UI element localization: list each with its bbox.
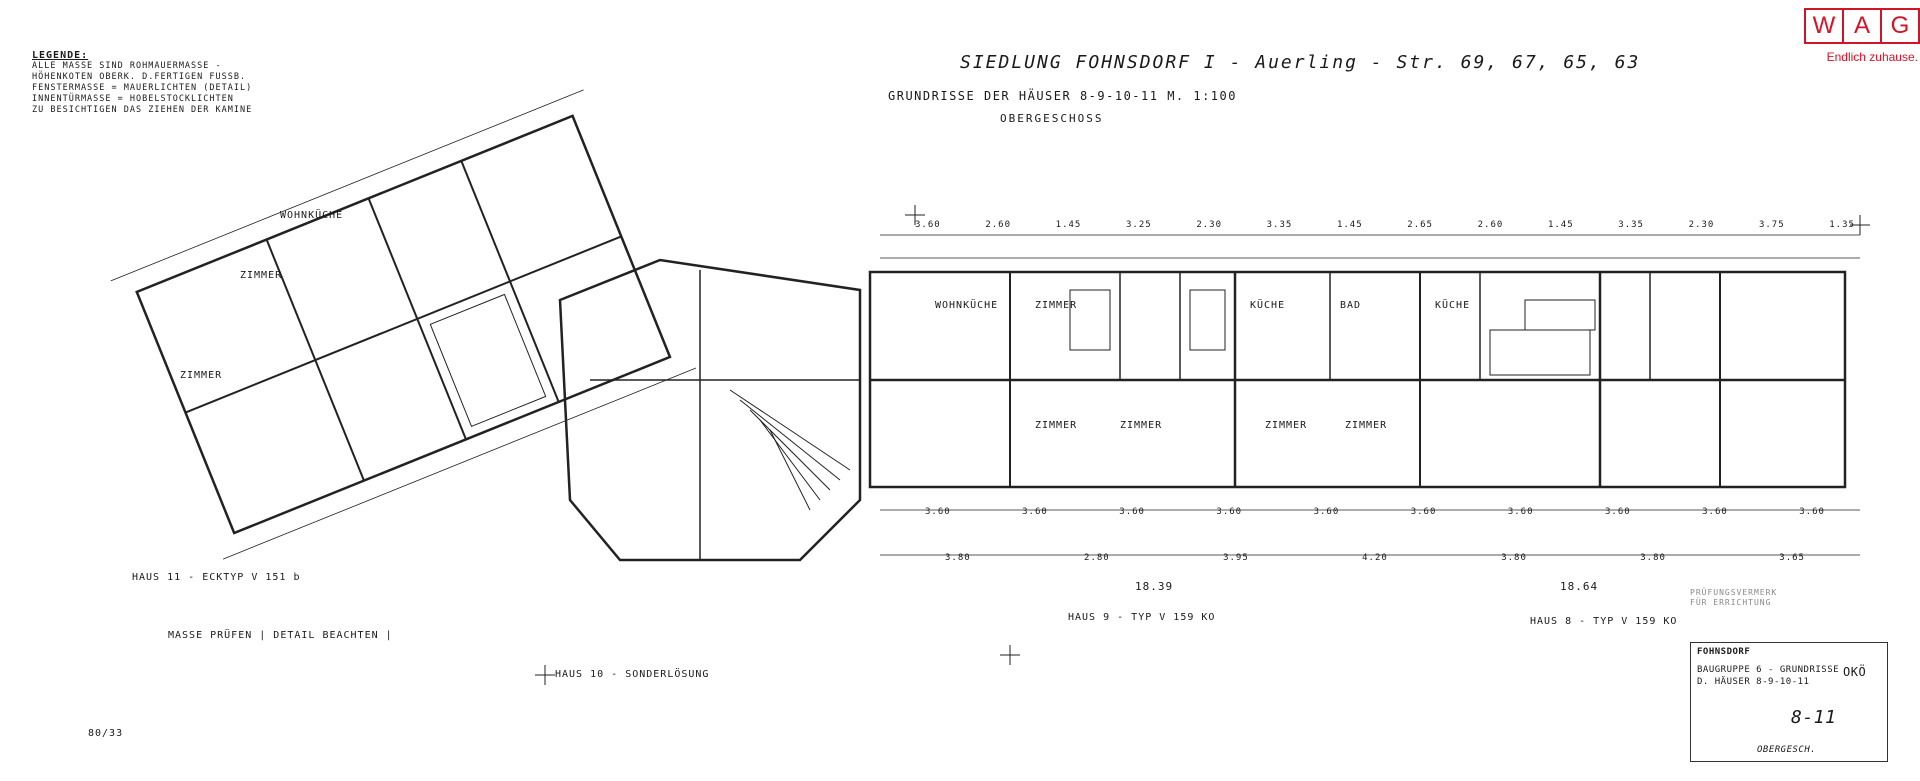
- legend-line: ALLE MASSE SIND ROHMAUERMASSE -: [32, 61, 222, 71]
- dim: 3.60: [1216, 507, 1243, 517]
- dim: 2.80: [1084, 553, 1110, 563]
- dim: 3.35: [1618, 220, 1644, 230]
- legend: LEGENDE: ALLE MASSE SIND ROHMAUERMASSE -…: [32, 50, 252, 116]
- dim: 3.35: [1266, 220, 1293, 230]
- dimension-row-bottom: 3.60 3.60 3.60 3.60 3.60 3.60 3.60 3.60 …: [925, 507, 1825, 517]
- dim: 2.60: [1477, 220, 1504, 230]
- title-block-floor: OBERGESCH.: [1757, 745, 1817, 755]
- dim: 3.60: [1119, 507, 1145, 517]
- dim: 3.65: [1779, 553, 1805, 563]
- dimension-row-lower: 3.80 2.80 3.95 4.20 3.80 3.80 3.65: [945, 553, 1805, 563]
- drawing-subtitle: GRUNDRISSE DER HÄUSER 8-9-10-11 M. 1:100: [888, 89, 1237, 103]
- dim: 3.95: [1223, 553, 1249, 563]
- house-label-corner: HAUS 11 - ECKTYP V 151 b: [132, 572, 301, 583]
- wag-logo: W A G Endlich zuhause.: [1800, 6, 1920, 66]
- logo-letter-g: G: [1880, 8, 1920, 44]
- room-label: WOHNKÜCHE: [935, 300, 999, 311]
- room-label: ZIMMER: [1035, 420, 1078, 431]
- title-block-sheet: 8-11: [1791, 707, 1837, 728]
- dim: 1.45: [1055, 220, 1082, 230]
- dim: 3.60: [1507, 507, 1534, 517]
- total-dimension-b: 18.64: [1560, 580, 1599, 593]
- title-block-place: FOHNSDORF: [1697, 647, 1751, 657]
- room-label: ZIMMER: [180, 370, 223, 381]
- dim: 1.35: [1829, 220, 1855, 230]
- stamp-line: PRÜFUNGSVERMERK: [1690, 588, 1778, 597]
- room-label: ZIMMER: [1345, 420, 1388, 431]
- room-label: ZIMMER: [1265, 420, 1308, 431]
- dim: 3.60: [1604, 507, 1631, 517]
- dim: 4.20: [1362, 553, 1388, 563]
- dim: 3.60: [925, 507, 951, 517]
- house-label-9: HAUS 9 - TYP V 159 KO: [1068, 612, 1216, 623]
- dim: 3.25: [1125, 220, 1152, 230]
- logo-letters: W A G: [1804, 8, 1920, 44]
- room-label: WOHNKÜCHE: [280, 210, 344, 221]
- page-number: 80/33: [88, 728, 124, 739]
- title-block: FOHNSDORF BAUGRUPPE 6 - GRUNDRISSE D. HÄ…: [1690, 642, 1888, 762]
- dim: 2.30: [1688, 220, 1715, 230]
- check-note: MASSE PRÜFEN | DETAIL BEACHTEN |: [168, 630, 393, 641]
- dim: 3.80: [945, 553, 971, 563]
- room-label: ZIMMER: [1120, 420, 1163, 431]
- legend-line: ZU BESICHTIGEN DAS ZIEHEN DER KAMINE: [32, 105, 253, 115]
- legend-heading: LEGENDE:: [32, 50, 89, 61]
- dim: 3.60: [1022, 507, 1048, 517]
- approval-stamp: PRÜFUNGSVERMERK FÜR ERRICHTUNG: [1690, 588, 1777, 608]
- house-label-8: HAUS 8 - TYP V 159 KO: [1530, 616, 1678, 627]
- title-block-line1: BAUGRUPPE 6 - GRUNDRISSE: [1697, 665, 1840, 675]
- title-block-code: OKÖ: [1843, 665, 1867, 679]
- legend-line: FENSTERMASSE = MAUERLICHTEN (DETAIL): [32, 83, 253, 93]
- room-label: BAD: [1340, 300, 1362, 311]
- logo-tagline: Endlich zuhause.: [1826, 50, 1918, 64]
- wing-house-10: [558, 258, 862, 562]
- title-block-line2: D. HÄUSER 8-9-10-11: [1697, 677, 1810, 687]
- house-label-special: HAUS 10 - SONDERLÖSUNG: [555, 669, 710, 680]
- floor-label: OBERGESCHOSS: [1000, 112, 1104, 125]
- dim: 2.65: [1407, 220, 1433, 230]
- dim: 3.80: [1640, 553, 1666, 563]
- stamp-line: FÜR ERRICHTUNG: [1690, 598, 1772, 607]
- legend-line: HÖHENKOTEN OBERK. D.FERTIGEN FUSSB.: [32, 72, 247, 82]
- dim: 3.60: [1702, 507, 1728, 517]
- dim: 3.75: [1758, 220, 1785, 230]
- drawing-title: SIEDLUNG FOHNSDORF I - Auerling - Str. 6…: [960, 52, 1641, 73]
- dim: 3.60: [1313, 507, 1340, 517]
- room-label: ZIMMER: [1035, 300, 1078, 311]
- room-label: KÜCHE: [1435, 300, 1471, 311]
- dim: 3.80: [1501, 553, 1527, 563]
- room-label: KÜCHE: [1250, 300, 1286, 311]
- wing-house-11: [110, 89, 697, 560]
- dim: 1.45: [1547, 220, 1574, 230]
- dim: 3.60: [1410, 507, 1437, 517]
- block-houses-9-8: [868, 234, 1860, 556]
- dim: 2.60: [985, 220, 1012, 230]
- dim: 1.45: [1336, 220, 1363, 230]
- dim: 2.30: [1196, 220, 1222, 230]
- dim: 3.60: [1799, 507, 1825, 517]
- crosshair-marks: [535, 205, 1870, 685]
- legend-line: INNENTÜRMASSE = HOBELSTOCKLICHTEN: [32, 94, 234, 104]
- total-dimension-a: 18.39: [1135, 580, 1174, 593]
- dim: 3.60: [915, 220, 941, 230]
- dimension-row-top: 3.60 2.60 1.45 3.25 2.30 3.35 1.45 2.65 …: [915, 220, 1855, 230]
- room-label: ZIMMER: [240, 270, 283, 281]
